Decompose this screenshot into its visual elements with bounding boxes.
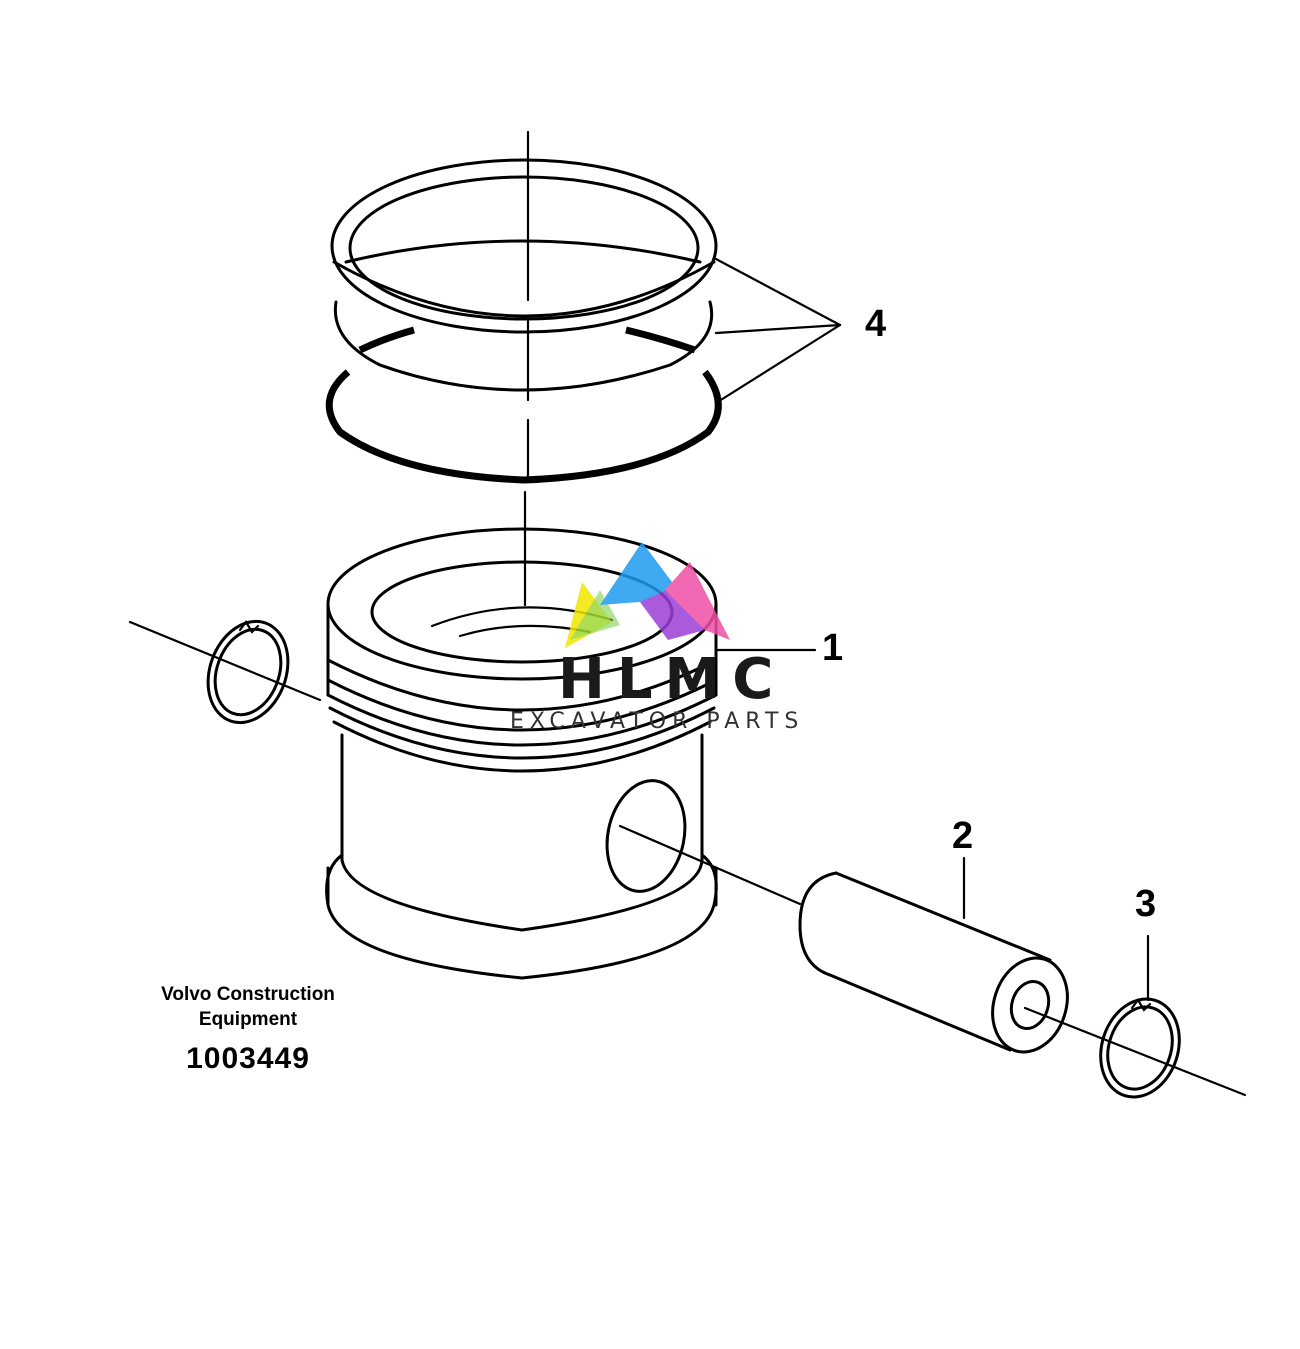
- callout-1: 1: [822, 627, 843, 669]
- watermark-shape-green: [570, 590, 620, 640]
- axis-line-right: [1023, 1006, 1247, 1097]
- piston-ring-bottom: [325, 369, 722, 484]
- axis-line-left: [128, 620, 322, 702]
- caption-line-1: Volvo Construction: [161, 984, 335, 1005]
- callout-2: 2: [952, 815, 973, 857]
- watermark-title: HLMC: [558, 647, 785, 712]
- leader-lines-4: [714, 257, 842, 405]
- piston-ring-middle: [333, 239, 714, 392]
- snap-ring-left: [206, 619, 290, 725]
- watermark-shape-blue: [600, 542, 678, 605]
- watermark-shape-purple: [640, 585, 705, 640]
- center-axis-line: [523, 130, 530, 607]
- watermark-shape-pink: [665, 562, 730, 640]
- callout-3: 3: [1135, 883, 1156, 925]
- snap-ring-right: [1099, 997, 1181, 1099]
- part-number: 1003449: [186, 1042, 310, 1075]
- piston-pin: [798, 871, 1069, 1054]
- callout-4: 4: [865, 303, 886, 345]
- caption-line-2: Equipment: [199, 1009, 298, 1030]
- watermark-logo: [565, 542, 730, 648]
- axis-line-pin: [618, 824, 802, 906]
- watermark-subtitle: EXCAVATOR PARTS: [510, 709, 804, 734]
- piston-ring-top: [330, 158, 718, 334]
